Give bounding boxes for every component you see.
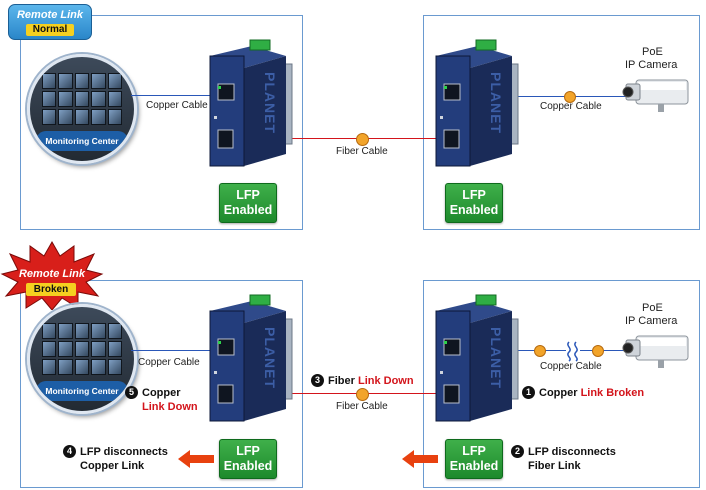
step-4-lfp-disconnects-copper: 4 LFP disconnects Copper Link	[63, 445, 168, 473]
camera-type-label: PoE	[642, 46, 663, 58]
ip-camera-icon	[622, 335, 689, 368]
lfp-label: LFP	[462, 188, 486, 202]
lfp-label: LFP	[462, 444, 486, 458]
lfp-label: LFP	[236, 188, 260, 202]
copper-cable-right-label: Copper Cable	[540, 101, 602, 112]
left-arrow-icon	[178, 450, 214, 468]
lfp-status: Enabled	[449, 203, 499, 217]
monitoring-center-image: Monitoring Center	[27, 304, 137, 414]
step-text: LFP disconnects	[80, 446, 168, 458]
copper-connector	[564, 91, 576, 103]
cable-break-icon	[567, 341, 578, 362]
step-text: LFP disconnects	[528, 446, 616, 458]
badge-status: Broken	[26, 283, 76, 296]
step-number: 5	[125, 386, 138, 399]
step-5-copper-link-down: 5 Copper Link Down	[125, 386, 198, 414]
step-text-line2: Fiber Link	[528, 460, 581, 472]
lfp-badge-right: LFP Enabled	[445, 439, 503, 479]
step-status: Link Down	[142, 401, 198, 413]
brand-logo-left: PLANET	[262, 72, 278, 134]
step-text: Copper	[539, 387, 578, 399]
brand-logo-right: PLANET	[488, 327, 504, 389]
step-status: Link Down	[357, 375, 414, 387]
step-status: Link Broken	[580, 387, 645, 399]
step-number: 3	[311, 374, 324, 387]
camera-name-label: IP Camera	[625, 315, 678, 327]
step-1-copper-link-broken: 1 Copper Link Broken	[522, 386, 644, 400]
monitoring-center-image: Monitoring Center	[27, 54, 137, 164]
media-converter-right	[435, 294, 519, 422]
media-converter-left	[209, 294, 293, 422]
badge-title: Remote Link	[16, 9, 83, 21]
monitoring-center-label: Monitoring Center	[36, 381, 128, 401]
left-arrow-icon	[402, 450, 438, 468]
lfp-badge-left: LFP Enabled	[219, 183, 277, 223]
step-text-line2: Copper Link	[80, 460, 145, 472]
video-wall	[42, 323, 122, 375]
video-wall	[42, 73, 122, 125]
brand-logo-right: PLANET	[488, 72, 504, 134]
fiber-connector	[356, 133, 369, 146]
brand-logo-left: PLANET	[262, 327, 278, 389]
monitoring-center-label: Monitoring Center	[36, 131, 128, 151]
copper-cable-left	[131, 350, 213, 351]
step-number: 2	[511, 445, 524, 458]
ip-camera-icon	[622, 79, 689, 112]
step-number: 4	[63, 445, 76, 458]
lfp-badge-right: LFP Enabled	[445, 183, 503, 223]
lfp-status: Enabled	[449, 459, 499, 473]
fiber-connector	[356, 388, 369, 401]
badge-title: Remote Link	[18, 268, 85, 280]
copper-cable-left-label: Copper Cable	[138, 357, 200, 368]
copper-cable-right-segment-b	[580, 350, 628, 351]
camera-type-label: PoE	[642, 302, 663, 314]
step-2-lfp-disconnects-fiber: 2 LFP disconnects Fiber Link	[511, 445, 616, 473]
camera-name-label: IP Camera	[625, 59, 678, 71]
copper-cable-right-label: Copper Cable	[540, 361, 602, 372]
step-number: 1	[522, 386, 535, 399]
copper-cable-left	[131, 95, 213, 96]
step-text: Copper	[142, 387, 181, 399]
remote-link-normal-badge: Remote Link Normal	[8, 4, 92, 40]
step-3-fiber-link-down: 3 Fiber Link Down	[311, 374, 414, 388]
fiber-cable-label: Fiber Cable	[336, 401, 388, 412]
copper-cable-right	[490, 96, 628, 97]
media-converter-left	[209, 39, 293, 167]
badge-status: Normal	[26, 24, 74, 36]
fiber-cable-label: Fiber Cable	[336, 146, 388, 157]
copper-cable-right-segment-a	[490, 350, 566, 351]
lfp-status: Enabled	[223, 459, 273, 473]
copper-connector-a	[534, 345, 546, 357]
lfp-status: Enabled	[223, 203, 273, 217]
step-text: Fiber	[328, 375, 355, 387]
copper-cable-left-label: Copper Cable	[146, 100, 208, 111]
media-converter-right	[435, 39, 519, 167]
lfp-label: LFP	[236, 444, 260, 458]
copper-connector-b	[592, 345, 604, 357]
lfp-badge-left: LFP Enabled	[219, 439, 277, 479]
remote-link-broken-badge: Remote Link Broken	[0, 240, 104, 310]
